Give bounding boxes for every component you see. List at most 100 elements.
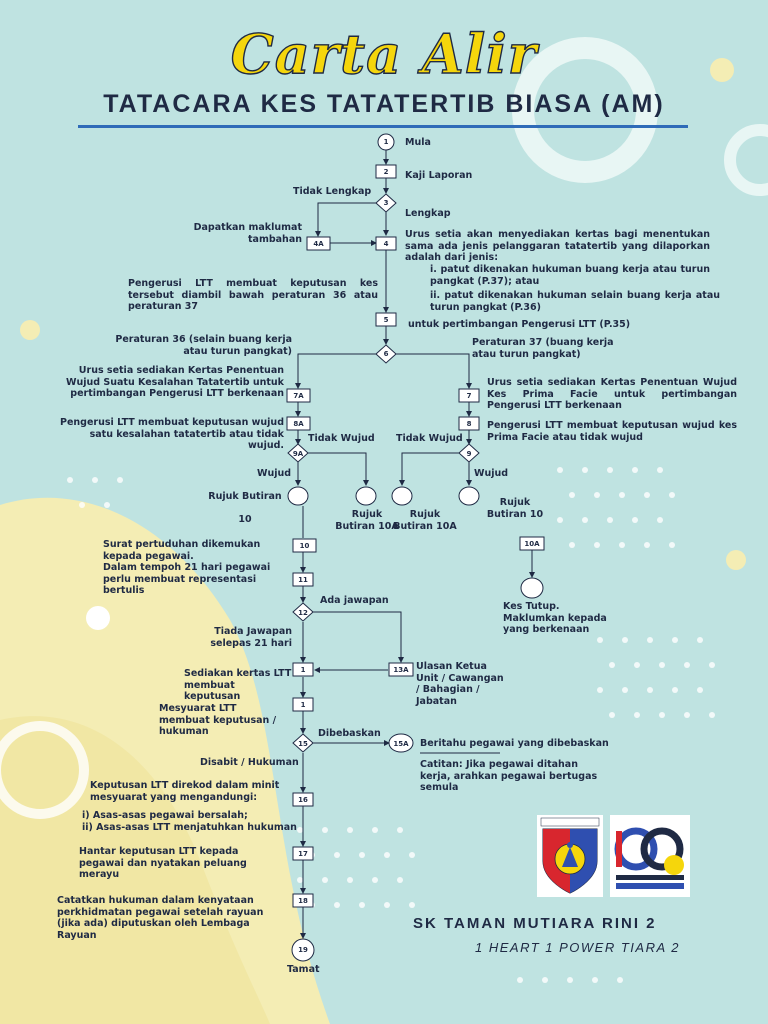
label-keputusan-16: Keputusan LTT direkod dalam minit mesyua…: [90, 780, 280, 803]
label-keputusan-16-items: i) Asas-asas pegawai bersalah; ii) Asas-…: [82, 810, 297, 833]
school-name: SK TAMAN MUTIARA RINI 2: [413, 915, 657, 932]
arrow-12-13a: [313, 611, 404, 663]
label-beritahu-pegawai: Beritahu pegawai yang dibebaskan: [420, 738, 609, 749]
school-motto: 1 HEART 1 POWER TIARA 2: [475, 940, 680, 955]
node-number-7a: 7A: [293, 391, 304, 400]
node-number-19: 19: [298, 946, 308, 954]
dot-pattern: [67, 467, 715, 983]
node-number-1: 1: [383, 138, 389, 146]
node-number-13a: 13A: [393, 665, 409, 674]
connector-rujuk-10-left: [287, 486, 309, 506]
label-sediakan-kertas: Sediakan kertas LTT membuat keputusan: [184, 668, 292, 702]
label-ada-jawapan: Ada jawapan: [320, 595, 389, 606]
label-rujuk-butiran-10-left: Rujuk Butiran 10: [208, 491, 282, 525]
node-1-start: [377, 133, 395, 151]
node-number-13: 1: [300, 665, 306, 674]
label-pengerusi-5: Pengerusi LTT membuat keputusan kes ters…: [128, 278, 378, 312]
node-number-11: 11: [298, 575, 308, 584]
label-wujud-left: Wujud: [257, 468, 292, 479]
node-6-decision: [375, 344, 397, 364]
node-13a: [388, 662, 414, 677]
arrow-9a-tidak-wujud: [307, 452, 369, 486]
node-15a: [388, 733, 414, 753]
ring-decoration-small: [724, 124, 768, 196]
label-mula: Mula: [405, 137, 431, 148]
node-2: [375, 164, 397, 179]
arrow-6-7: [395, 353, 472, 389]
label-catatkan-18: Catatkan hukuman dalam kenyataan perkhid…: [57, 895, 264, 941]
node-11: [292, 572, 314, 587]
label-tamat: Tamat: [287, 964, 320, 975]
school-crest-logo: [537, 815, 603, 897]
label-surat-pertuduhan: Surat pertuduhan dikemukan kepada pegawa…: [103, 539, 271, 596]
node-7a: [286, 388, 311, 403]
node-number-15: 15: [298, 739, 308, 748]
label-pengerusi-8: Pengerusi LTT membuat keputusan wujud ke…: [487, 420, 737, 443]
dot-decoration: [726, 550, 746, 570]
page-title: TATACARA KES TATATERTIB BIASA (AM): [103, 90, 665, 118]
node-9a-decision: [287, 443, 309, 463]
node-10a: [519, 536, 545, 551]
node-number-4a: 4A: [313, 239, 324, 248]
label-urus-setia-7: Urus setia sediakan Kertas Penentuan Wuj…: [487, 377, 737, 411]
node-number-8a: 8A: [293, 419, 304, 428]
node-14: [292, 697, 314, 712]
node-number-17: 17: [298, 849, 308, 858]
node-4: [375, 236, 397, 251]
node-number-16: 16: [298, 795, 308, 804]
label-dapatkan-maklumat: Dapatkan maklumat tambahan: [193, 222, 302, 245]
node-19-end: [291, 938, 315, 962]
node-number-2: 2: [383, 167, 389, 176]
label-pengerusi-8a: Pengerusi LTT membuat keputusan wujud sa…: [60, 417, 284, 451]
label-urus-setia-4-ii: ii. patut dikenakan hukuman selain buang…: [430, 290, 720, 313]
label-disabit-hukuman: Disabit / Hukuman: [200, 757, 299, 768]
node-number-3: 3: [383, 198, 389, 207]
label-peraturan-36: Peraturan 36 (selain buang kerja atau tu…: [115, 334, 292, 357]
node-8a: [286, 416, 311, 431]
label-rujuk-butiran-10-right: Rujuk Butiran 10: [486, 497, 544, 520]
node-12-decision: [292, 602, 314, 622]
label-peraturan-37: Peraturan 37 (buang kerja atau turun pan…: [472, 337, 614, 360]
connector-kes-tutup: [520, 577, 544, 599]
node-9-decision: [458, 443, 480, 463]
label-tiada-jawapan: Tiada Jawapan selepas 21 hari: [210, 626, 292, 649]
label-wujud-right: Wujud: [474, 468, 509, 479]
node-number-8: 8: [466, 419, 472, 428]
node-13: [292, 662, 314, 677]
dot-decoration: [86, 606, 110, 630]
node-10: [292, 538, 317, 553]
dot-decoration: [710, 58, 734, 82]
connector-rujuk-10a-right: [391, 486, 413, 506]
ring-decoration: [512, 37, 658, 183]
label-untuk-pertimbangan: untuk pertimbangan Pengerusi LTT (P.35): [408, 319, 631, 330]
node-17: [292, 846, 314, 861]
connector-rujuk-10a-left: [355, 486, 377, 506]
label-kaji-laporan: Kaji Laporan: [405, 170, 473, 181]
node-number-10: 10: [299, 541, 310, 550]
label-hantar-17: Hantar keputusan LTT kepada pegawai dan …: [79, 846, 247, 880]
node-8: [458, 416, 480, 431]
node-16: [292, 792, 314, 807]
node-4a: [306, 236, 331, 251]
label-mesyuarat-ltt: Mesyuarat LTT membuat keputusan / hukuma…: [159, 703, 277, 737]
title-script: Carta Alir: [230, 21, 538, 86]
label-urus-setia-4: Urus setia akan menyediakan kertas bagi …: [405, 229, 710, 263]
node-5: [375, 312, 397, 327]
label-urus-setia-7a: Urus setia sediakan Kertas Penentuan Wuj…: [66, 365, 284, 399]
node-18: [292, 893, 314, 908]
node-number-9: 9: [466, 449, 472, 458]
arrow-6-7a: [295, 353, 377, 389]
transformation-program-logo: [610, 815, 690, 897]
label-rujuk-butiran-10a-right: Rujuk Butiran 10A: [393, 509, 457, 532]
label-lengkap: Lengkap: [405, 208, 451, 219]
node-number-6: 6: [383, 349, 389, 358]
node-number-5: 5: [383, 315, 389, 324]
label-ulasan-ketua: Ulasan Ketua Unit / Cawangan / Bahagian …: [416, 661, 504, 707]
title-underline: [78, 125, 688, 128]
label-tidak-wujud-left: Tidak Wujud: [308, 433, 375, 444]
label-kes-tutup: Kes Tutup. Maklumkan kepada yang berkena…: [503, 601, 607, 635]
arrow-9-tidak-wujud: [399, 452, 460, 486]
cream-wave-shape-inner: [0, 716, 270, 1024]
node-number-7: 7: [466, 391, 472, 400]
